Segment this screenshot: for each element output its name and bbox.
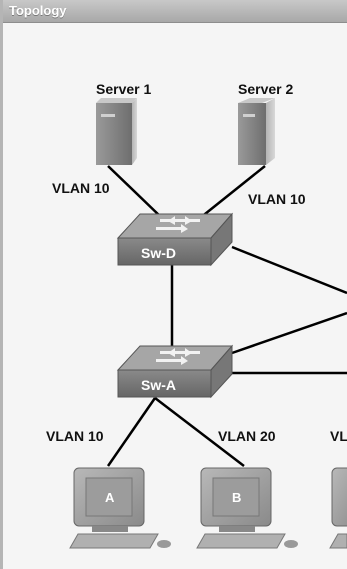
server-1-side bbox=[132, 98, 137, 165]
window-title: Topology bbox=[9, 3, 67, 18]
sw-d-front bbox=[117, 237, 212, 266]
server-2-top bbox=[238, 98, 275, 103]
sw-d-arrows bbox=[156, 216, 200, 233]
server-1-top bbox=[96, 98, 137, 103]
server-1-label: Server 1 bbox=[96, 81, 151, 97]
server-2-vlan-label: VLAN 10 bbox=[248, 191, 306, 207]
pc-a-screen bbox=[85, 477, 133, 517]
pc-b-screen bbox=[212, 477, 260, 517]
link-swa-right-upper bbox=[231, 311, 347, 355]
pc-b-mouse bbox=[284, 540, 298, 548]
server-1-vlan-label: VLAN 10 bbox=[52, 180, 110, 196]
sw-d-side bbox=[210, 212, 233, 267]
pc-b-stand bbox=[219, 526, 255, 532]
pc-a-keyboard bbox=[69, 533, 159, 549]
sw-a-arrows bbox=[156, 348, 200, 365]
sw-a-side bbox=[210, 344, 233, 399]
server-2[interactable] bbox=[238, 98, 275, 165]
switch-sw-d[interactable] bbox=[116, 212, 234, 267]
server-1[interactable] bbox=[96, 98, 137, 165]
pc-b[interactable] bbox=[196, 467, 298, 549]
pc-a[interactable] bbox=[69, 467, 171, 549]
pc-b-keyboard bbox=[196, 533, 286, 549]
server-2-side bbox=[266, 98, 275, 165]
link-swa-pca bbox=[106, 397, 157, 467]
link-swa-pcb bbox=[154, 397, 245, 467]
partial-vlan-label: VL bbox=[330, 428, 347, 444]
sw-d-label: Sw-D bbox=[141, 245, 176, 261]
window-titlebar: Topology bbox=[3, 0, 347, 23]
pc-a-vlan-label: VLAN 10 bbox=[46, 428, 104, 444]
link-swd-right bbox=[231, 245, 347, 295]
sw-a-label: Sw-A bbox=[141, 377, 176, 393]
pc-b-label: B bbox=[232, 490, 241, 505]
pc-a-stand bbox=[92, 526, 128, 532]
pc-a-mouse bbox=[157, 540, 171, 548]
link-server1-swd bbox=[107, 165, 163, 219]
server-2-front bbox=[238, 103, 266, 165]
sw-a-front bbox=[117, 369, 212, 398]
server-1-drive bbox=[101, 114, 115, 117]
switch-sw-a[interactable] bbox=[116, 344, 234, 399]
server-2-label: Server 2 bbox=[238, 81, 293, 97]
pc-b-vlan-label: VLAN 20 bbox=[218, 428, 276, 444]
link-server2-swd bbox=[199, 165, 266, 219]
pc-partial bbox=[329, 467, 347, 549]
pc-a-label: A bbox=[105, 490, 115, 505]
server-1-front bbox=[96, 103, 132, 165]
links bbox=[106, 165, 347, 467]
server-2-drive bbox=[243, 114, 255, 117]
